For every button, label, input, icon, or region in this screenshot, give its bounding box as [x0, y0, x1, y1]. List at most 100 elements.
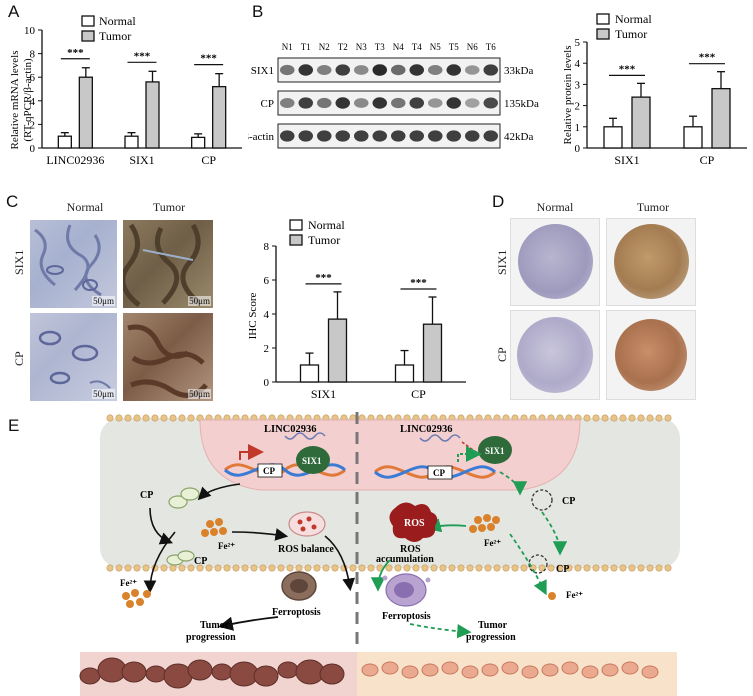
lipid-head	[178, 564, 186, 572]
lipid-head	[268, 564, 276, 572]
tissue-texture	[38, 330, 111, 389]
fe-label-4: Fe²⁺	[566, 590, 583, 600]
legend-normal-swatch	[596, 13, 610, 25]
arrow-to-ferroptosis-left	[324, 535, 356, 592]
blot-band	[354, 98, 369, 108]
lipid-head	[619, 564, 627, 572]
arrow-cp-secretion	[197, 483, 241, 501]
lipid-head	[493, 564, 501, 572]
bar-normal-six1	[299, 364, 320, 383]
tissue-texture	[123, 223, 201, 307]
blot-band	[335, 130, 350, 142]
cp-gene-label-left: CP	[263, 466, 275, 476]
normal-cell	[601, 663, 619, 677]
lncrna-strand-right	[419, 434, 461, 442]
normal-cell	[461, 665, 479, 679]
tma-tumor-six1-image	[606, 218, 696, 306]
lipid-head	[637, 564, 645, 572]
blot-size-label: 135kDa	[504, 98, 539, 110]
lipid-head	[358, 564, 366, 572]
lipid-head	[637, 414, 645, 422]
bar-tumor-cp	[422, 323, 443, 383]
blot-band	[446, 64, 461, 76]
y-tick-label: 8	[30, 49, 36, 61]
lipid-head	[583, 564, 591, 572]
normal-cell	[541, 663, 559, 677]
blot-band	[280, 64, 295, 76]
blot-band	[317, 130, 332, 142]
lipid-head	[250, 564, 258, 572]
significance-marker: ***	[410, 277, 427, 289]
ferroptotic-cell-right	[382, 573, 431, 607]
lipid-head	[403, 564, 411, 572]
tumor-cell	[121, 661, 147, 683]
legend-tumor-swatch	[81, 30, 95, 42]
blot-band	[428, 130, 443, 142]
legend-tumor-swatch	[289, 234, 303, 246]
lipid-head	[547, 564, 555, 572]
significance-marker: ***	[315, 272, 332, 284]
lipid-head	[646, 414, 654, 422]
bar-normal-six1	[603, 126, 623, 149]
cp-membrane-right-dashed	[528, 554, 548, 574]
panel-d-col-tumor: Tumor	[636, 200, 670, 214]
ihc-tumor-cp-image: 50μm	[123, 313, 213, 401]
y-tick-label: 3	[575, 79, 581, 91]
panel-c-col-tumor: Tumor	[152, 200, 186, 214]
significance-marker: ***	[699, 52, 716, 64]
arrow-cp-reduced	[499, 471, 528, 496]
blot-band	[483, 130, 498, 142]
arrow-cp-to-membrane	[149, 507, 173, 545]
lipid-head	[259, 564, 267, 572]
normal-cell	[401, 665, 419, 679]
lipid-head	[322, 564, 330, 572]
y-tick-label: 6	[30, 72, 36, 84]
lipid-head	[421, 564, 429, 572]
blot-band	[317, 65, 332, 75]
lipid-head	[277, 564, 285, 572]
significance-marker: ***	[200, 53, 217, 65]
x-tick-label: SIX1	[311, 387, 336, 401]
lipid-head	[133, 414, 141, 422]
significance-marker: ***	[619, 63, 636, 75]
x-tick-label: SIX1	[614, 153, 639, 167]
lipid-head	[106, 414, 114, 422]
scale-bar-label: 50μm	[92, 296, 115, 306]
lipid-head	[412, 564, 420, 572]
iron-cluster-left	[201, 518, 227, 537]
ferroptosis-label-left: Ferroptosis	[272, 607, 321, 618]
ihc-normal-cp-image: 50μm	[30, 313, 117, 401]
lipid-head	[178, 414, 186, 422]
bar-tumor-cp	[711, 87, 731, 149]
six1-label-left: SIX1	[302, 456, 322, 466]
bar-tumor-cp	[212, 85, 227, 149]
lipid-head	[115, 414, 123, 422]
lipid-head	[583, 414, 591, 422]
iron-cluster-outside-left	[122, 589, 151, 608]
bar-normal-cp	[394, 364, 415, 383]
linc-label-left: LINC02936	[264, 424, 317, 435]
blot-strip-1	[277, 57, 501, 83]
blot-band	[280, 130, 295, 142]
lipid-head	[457, 564, 465, 572]
arrow-tumor-progression-right	[409, 623, 472, 639]
fe-label-1: Fe²⁺	[218, 541, 235, 551]
lane-label: N2	[319, 42, 330, 52]
scale-bar-label: 50μm	[92, 389, 115, 399]
lipid-head	[628, 414, 636, 422]
blot-band	[354, 65, 369, 75]
blot-band	[335, 97, 350, 109]
panel-letter-a: A	[8, 2, 20, 21]
cp-gene-label-right: CP	[433, 468, 445, 478]
blot-band	[391, 64, 406, 76]
y-tick-label: 10	[24, 25, 36, 37]
lipid-head	[484, 564, 492, 572]
lipid-head	[160, 414, 168, 422]
cp-membrane-left	[166, 550, 195, 566]
cp-vesicle-right-dashed	[531, 489, 553, 511]
lipid-head	[385, 564, 393, 572]
six1-label-right: SIX1	[485, 446, 505, 456]
transcription-arrow-left	[239, 444, 264, 460]
y-tick-label: 2	[264, 343, 270, 355]
